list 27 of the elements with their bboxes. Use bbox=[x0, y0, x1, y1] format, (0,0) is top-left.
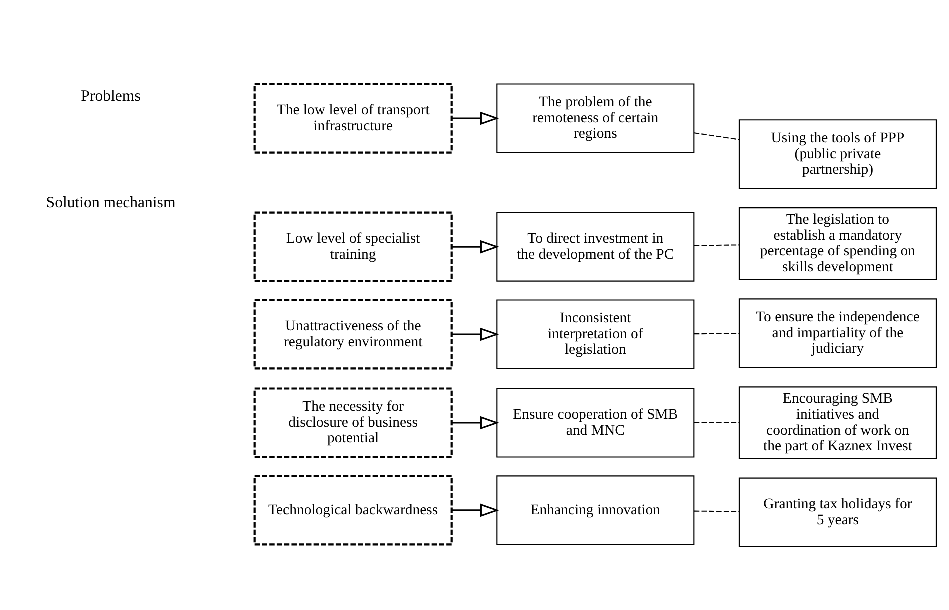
label: Solution mechanism bbox=[46, 194, 176, 212]
node-box: Granting tax holidays for 5 years bbox=[738, 478, 937, 548]
connector bbox=[694, 132, 740, 140]
node-box: The low level of transport infrastructure bbox=[254, 83, 453, 154]
node-box: Using the tools of PPP (public private partnership) bbox=[738, 120, 937, 190]
node-box: Unattractiveness of the regulatory environment bbox=[254, 299, 453, 370]
arrow bbox=[452, 240, 500, 254]
node-box: Encouraging SMB initiatives and coordination of work on the part of Kaznex Invest bbox=[738, 386, 937, 460]
label: Problems bbox=[81, 88, 141, 106]
node-box: Inconsistent interpretation of legislation bbox=[496, 300, 695, 370]
node-box: The legislation to establish a mandatory percentage of spending on skills development bbox=[738, 208, 937, 280]
arrow bbox=[452, 112, 500, 126]
node-box: Ensure cooperation of SMB and MNC bbox=[496, 388, 695, 458]
arrow bbox=[452, 416, 500, 430]
node-box: To ensure the independence and impartiality of the judiciary bbox=[738, 298, 937, 368]
arrow bbox=[452, 328, 500, 342]
node-box: The necessity for disclosure of business potential bbox=[254, 388, 453, 458]
node-box: The problem of the remoteness of certain regions bbox=[496, 84, 695, 154]
connector bbox=[694, 333, 740, 335]
connector bbox=[694, 510, 740, 512]
connector bbox=[694, 422, 740, 424]
node-box: Technological backwardness bbox=[254, 475, 453, 546]
arrow bbox=[452, 504, 500, 518]
node-box: To direct investment in the development of the PC bbox=[496, 212, 695, 282]
connector bbox=[694, 244, 740, 246]
node-box: Enhancing innovation bbox=[496, 476, 695, 546]
node-box: Low level of specialist training bbox=[254, 212, 453, 282]
